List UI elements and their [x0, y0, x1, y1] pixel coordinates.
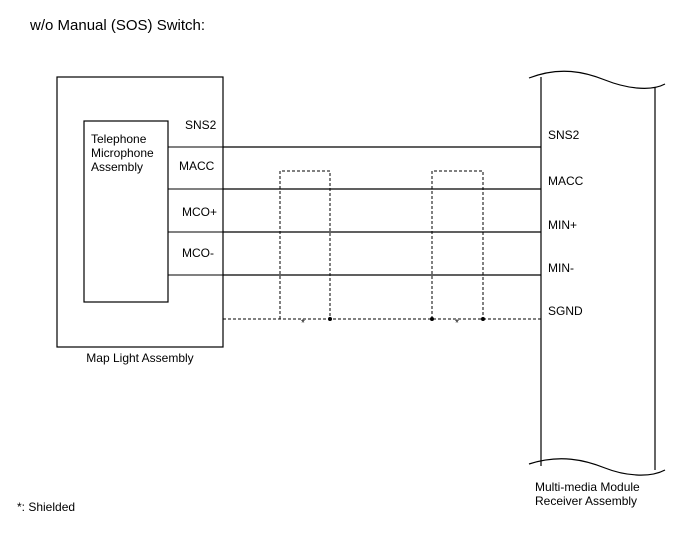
inner-label-line-2: Microphone — [91, 146, 154, 160]
shield-1-outline — [279, 170, 331, 319]
shield-1-junction-dot — [328, 317, 332, 321]
receiver-top-break-edge — [528, 70, 666, 89]
left-pin-macc: MACC — [179, 159, 215, 173]
right-pin-min-minus: MIN- — [548, 261, 574, 275]
left-pin-sns2: SNS2 — [185, 118, 217, 132]
footnote: *: Shielded — [17, 500, 75, 514]
telephone-microphone-assembly-box — [83, 120, 169, 303]
inner-label-line-3: Assembly — [91, 160, 143, 174]
receiver-label-line-1: Multi-media Module — [535, 480, 640, 494]
receiver-label-line-2: Receiver Assembly — [535, 494, 637, 508]
shield-2-outline — [431, 170, 484, 319]
shield-2-mark: * — [455, 318, 459, 329]
diagram-title: w/o Manual (SOS) Switch: — [29, 17, 205, 34]
map-light-assembly-box — [56, 76, 224, 348]
shield-1-mark: * — [301, 318, 305, 329]
right-pin-min-plus: MIN+ — [548, 218, 577, 232]
inner-label-line-1: Telephone — [91, 132, 147, 146]
shield-2-junction-dot-right — [481, 317, 485, 321]
shield-2-junction-dot-left — [430, 317, 434, 321]
left-pin-mco-minus: MCO- — [182, 246, 214, 260]
map-light-assembly-label: Map Light Assembly — [86, 351, 193, 365]
receiver-bottom-break-edge — [528, 458, 666, 476]
right-pin-sgnd: SGND — [548, 304, 583, 318]
left-pin-mco-plus: MCO+ — [182, 205, 217, 219]
right-pin-macc: MACC — [548, 174, 584, 188]
right-pin-sns2: SNS2 — [548, 128, 580, 142]
